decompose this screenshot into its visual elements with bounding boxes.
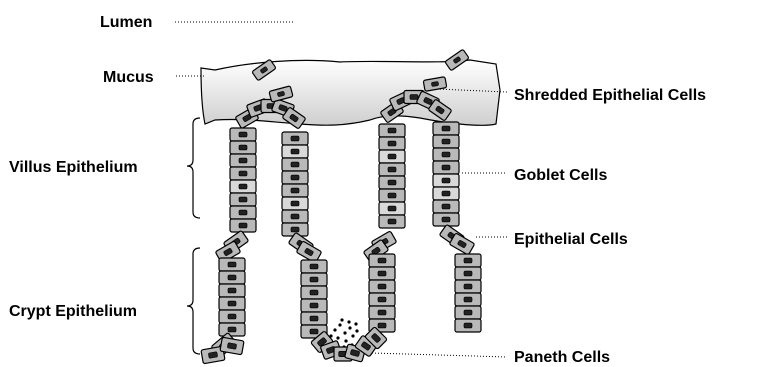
epithelial-cell [379,176,405,189]
epithelial-cell [230,167,256,180]
label-crypt-epithelium: Crypt Epithelium [9,303,137,320]
epithelial-cell [219,271,245,284]
epithelial-cell [379,215,405,228]
paneth-granule [355,329,358,332]
epithelial-cell [433,148,459,161]
epithelial-cell [301,286,327,299]
epithelial-cell [230,141,256,154]
epithelial-cell [369,293,395,306]
paneth-granule [340,318,343,321]
epithelial-cell [379,124,405,137]
epithelial-cell [369,280,395,293]
epithelial-cell [230,193,256,206]
epithelial-cell [219,284,245,297]
epithelial-cell [282,210,308,223]
epithelial-cell [301,312,327,325]
epithelial-cell [369,254,395,267]
paneth-granule [336,336,339,339]
epithelial-cell [433,161,459,174]
label-paneth-cells: Paneth Cells [514,349,610,366]
paneth-granule [348,326,351,329]
goblet-cell [379,150,405,163]
goblet-cell [433,187,459,200]
label-lumen: Lumen [100,14,152,31]
paneth-granule [351,334,354,337]
epithelial-cell [282,184,308,197]
epithelial-cell [369,267,395,280]
label-mucus: Mucus [103,69,154,86]
paneth-granule [344,339,347,342]
paneth-granule [333,328,336,331]
crypt-base-cell [220,337,244,355]
epithelial-cell [379,189,405,202]
label-epithelial-cells: Epithelial Cells [514,231,628,248]
epithelial-cell [219,310,245,323]
epithelial-cell [369,306,395,319]
epithelial-cell [455,306,481,319]
epithelial-cell [219,297,245,310]
paneth-granule [354,322,357,325]
epithelial-cell [219,323,245,336]
epithelial-cell [433,200,459,213]
epithelial-cell [282,158,308,171]
epithelial-cell [301,273,327,286]
paneth-granule [338,323,341,326]
epithelial-cell [282,171,308,184]
paneth-granule [343,331,346,334]
label-goblet-cells: Goblet Cells [514,167,607,184]
label-shredded-epithelial-cells: Shredded Epithelial Cells [514,87,706,104]
epithelial-cell [455,293,481,306]
epithelial-cell [219,258,245,271]
goblet-cell [433,174,459,187]
epithelial-cell [230,219,256,232]
paneth-cells-leader [372,353,507,357]
epithelial-cell [455,267,481,280]
epithelial-cell [455,319,481,332]
epithelial-cell [230,206,256,219]
epithelial-cell [433,213,459,226]
epithelial-cell [230,154,256,167]
epithelial-cell [230,128,256,141]
epithelial-cell [379,137,405,150]
goblet-cell [282,197,308,210]
epithelial-cell-layer [201,91,481,364]
goblet-cell [379,202,405,215]
epithelial-cell [433,135,459,148]
label-villus-epithelium: Villus Epithelium [9,159,138,176]
villus-brace [187,118,200,218]
epithelial-cell [301,299,327,312]
epithelial-cell [282,132,308,145]
goblet-cell [282,145,308,158]
crypt-brace [187,248,200,354]
epithelial-cell [455,254,481,267]
epithelial-cell [379,163,405,176]
goblet-cell [230,180,256,193]
epithelial-cell [301,260,327,273]
epithelial-cell [433,122,459,135]
paneth-granule [347,320,350,323]
epithelial-cell [455,280,481,293]
